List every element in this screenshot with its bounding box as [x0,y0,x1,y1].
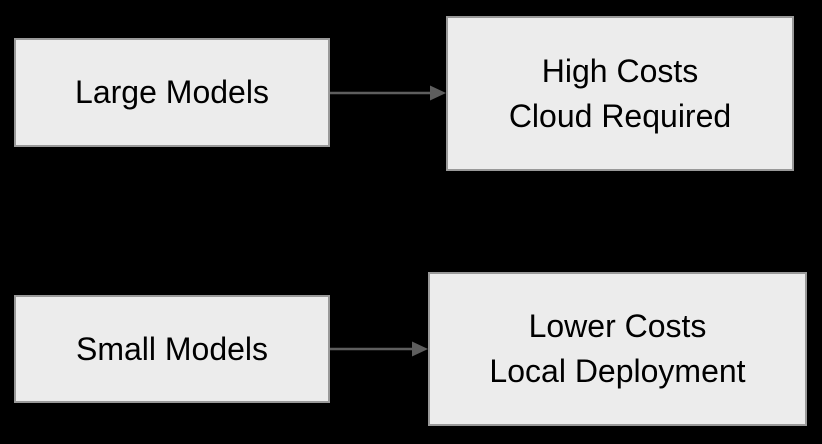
node-small-models: Small Models [14,295,330,403]
node-label-line-2: Cloud Required [508,97,732,134]
node-high-costs-cloud-required: High Costs Cloud Required [446,16,794,171]
arrow-head-icon [412,341,428,357]
node-label: Small Models [75,330,269,367]
node-label-line-1: Lower Costs [528,308,707,344]
arrow-small-models-to-lower-costs [330,341,428,357]
arrow-large-models-to-high-costs [330,85,446,101]
arrow-head-icon [430,85,446,101]
node-label: Large Models [75,74,269,110]
node-lower-costs-local-deployment: Lower Costs Local Deployment [428,272,807,426]
node-large-models: Large Models [14,38,330,147]
node-label-line-2: Local Deployment [489,353,746,389]
node-label-line-1: High Costs [541,52,699,89]
